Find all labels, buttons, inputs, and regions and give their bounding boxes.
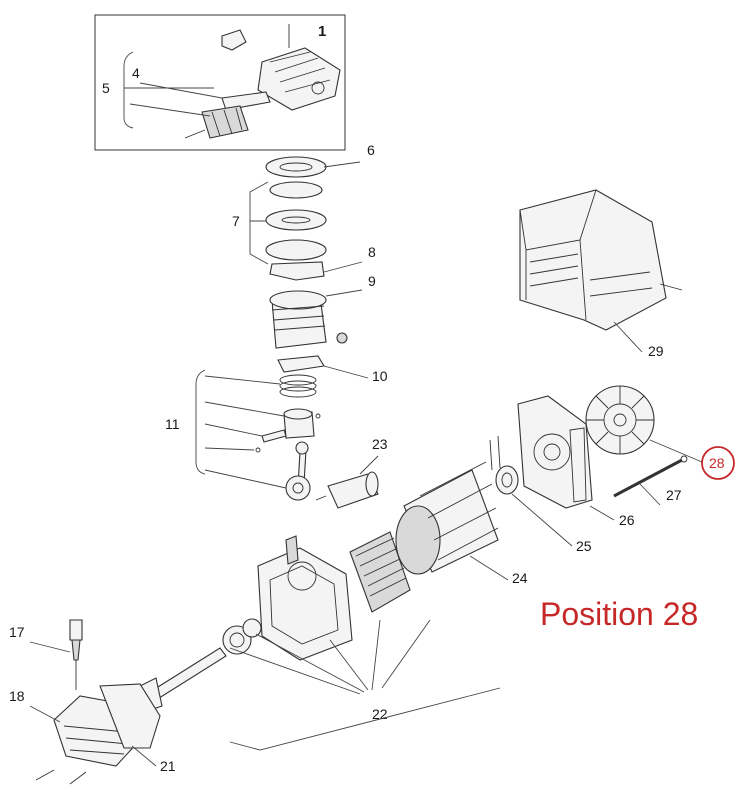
cover-gasket-part[interactable]: [99, 683, 161, 749]
end-shield-part[interactable]: [517, 395, 593, 509]
label-1: 1: [318, 23, 326, 40]
seal-ring-part[interactable]: [242, 618, 262, 638]
label-10: 10: [372, 368, 388, 384]
label-27: 27: [666, 487, 682, 503]
label-29: 29: [648, 343, 664, 359]
valve-disc-part[interactable]: [269, 181, 323, 199]
intake-filter-part[interactable]: [184, 105, 249, 139]
label-8: 8: [368, 244, 376, 260]
label-6: 6: [367, 142, 375, 158]
label-23: 23: [372, 436, 388, 452]
label-22: 22: [372, 706, 388, 722]
label-26: 26: [619, 512, 635, 528]
label-4: 4: [132, 65, 140, 81]
stator-core-part[interactable]: [349, 531, 411, 613]
label-5: 5: [102, 80, 110, 96]
label-25: 25: [576, 538, 592, 554]
label-28: 28: [709, 455, 725, 471]
rotor-winding-part[interactable]: [395, 435, 501, 575]
connecting-rod-part[interactable]: [285, 441, 311, 501]
piston-pin-part[interactable]: [255, 429, 287, 453]
label-21: 21: [160, 758, 176, 774]
label-7: 7: [232, 213, 240, 229]
head-assembly-box: [94, 14, 346, 151]
cylinder-head-part[interactable]: [257, 24, 341, 111]
capacitor-part[interactable]: [315, 471, 379, 509]
gasket-top-part[interactable]: [265, 156, 327, 178]
rear-bearing-part[interactable]: [495, 465, 519, 495]
label-11: 11: [165, 416, 180, 432]
cylinder-gasket-part[interactable]: [277, 355, 325, 373]
valve-plate-part[interactable]: [221, 91, 271, 111]
tie-rod-part[interactable]: [613, 455, 688, 498]
elbow-fitting-part[interactable]: [221, 29, 247, 51]
plate-middle-part[interactable]: [265, 209, 327, 231]
cooling-fan-part[interactable]: [585, 385, 655, 455]
gasket-bottom-part[interactable]: [269, 261, 325, 281]
fan-cover-part[interactable]: [519, 189, 683, 331]
label-18: 18: [9, 688, 25, 704]
label-17: 17: [9, 624, 25, 640]
drain-valve-part[interactable]: [69, 619, 83, 690]
cylinder-part[interactable]: [269, 290, 348, 349]
piston-part[interactable]: [283, 408, 321, 439]
position-title: Position 28: [540, 596, 699, 632]
label-9: 9: [368, 273, 376, 289]
label-28-highlight-circle: [701, 446, 735, 480]
crankcase-part[interactable]: [257, 535, 353, 661]
plate-lower-part[interactable]: [265, 239, 327, 261]
piston-ring-part[interactable]: [279, 374, 317, 398]
label-24: 24: [512, 570, 528, 586]
